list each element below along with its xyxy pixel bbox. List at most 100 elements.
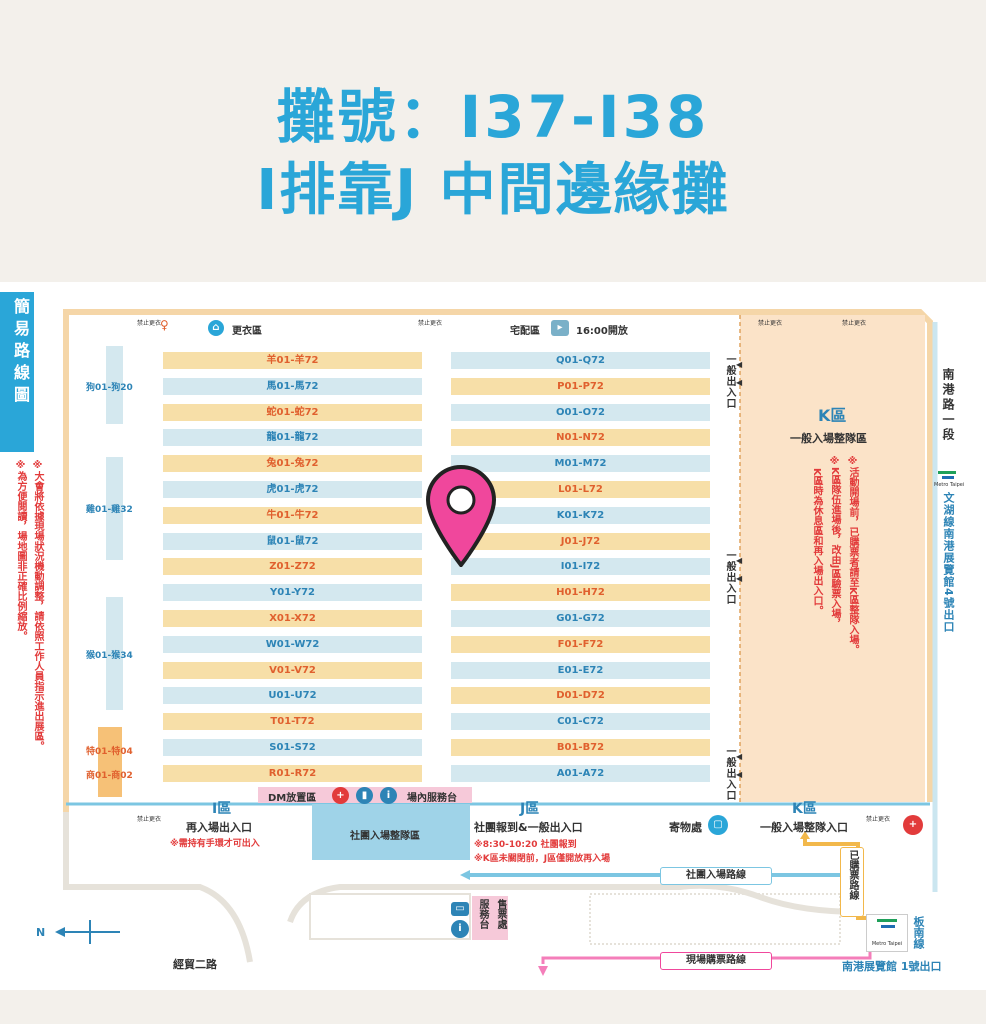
stall-row-right[interactable]: A01-A72: [451, 764, 710, 782]
arrow-left-icon: ◀: [736, 752, 743, 761]
stall-row-right[interactable]: P01-P72: [451, 377, 710, 395]
locker-label: 寄物處: [669, 821, 702, 834]
general-entrance-bottom[interactable]: 一般出入口: [724, 746, 735, 801]
stall-row-left[interactable]: S01-S72: [163, 739, 422, 756]
booth-number-title: 攤號：I37-I38: [276, 83, 710, 151]
stall-row-left[interactable]: 龍01-龍72: [163, 429, 422, 447]
stall-row-left[interactable]: V01-V72: [163, 661, 422, 679]
stall-row-left[interactable]: 鼠01-鼠72: [163, 532, 422, 550]
stall-row-right[interactable]: B01-B72: [451, 739, 710, 756]
k-zone-notice-3: K區時為休息區和再入場出入口。: [811, 468, 822, 616]
north-label: N: [36, 926, 46, 939]
info-icon: i: [380, 787, 397, 804]
club-route-label: 社團入場路線: [660, 867, 772, 885]
stall-row-left[interactable]: 羊01-羊72: [163, 352, 422, 369]
delivery-label: 宅配區: [510, 326, 540, 337]
zone-j-note-1: ※8:30-10:20 社團報到: [474, 840, 577, 850]
group-label: 特01-特04: [86, 747, 133, 757]
zone-i-note: ※需持有手環才可出入: [170, 839, 260, 849]
group-bar-rooster: [106, 457, 123, 560]
group-label: 商01-商02: [86, 771, 133, 781]
arrow-left-icon: ◀: [736, 378, 743, 387]
road-right: 南港路一段: [941, 368, 955, 443]
stall-row-left[interactable]: 牛01-牛72: [163, 506, 422, 524]
stall-row-right[interactable]: D01-D72: [451, 687, 710, 705]
zone-j-entrance[interactable]: 社團報到&一般出入口: [474, 821, 583, 834]
side-note-1: ※大會將依據現場狀況機動調整，請依照工作人員指示進出展區。: [32, 460, 43, 751]
truck-icon: ▸: [551, 320, 569, 336]
road-bottom: 經貿二路: [173, 958, 217, 971]
hanger-icon: ⌂: [208, 320, 224, 336]
no-change-sign-6: 禁止更衣: [866, 816, 891, 823]
booth-location-subtitle: I排靠J 中間邊緣攤: [256, 158, 730, 223]
group-bar-monkey: [106, 597, 123, 710]
k-zone-subtitle: 一般入場整隊區: [790, 432, 867, 445]
arrow-left-icon: ◀: [736, 770, 743, 779]
no-change-sign-2: 禁止更衣: [418, 320, 443, 327]
mrt-exit-4: 文湖線南港展覽館4號出口: [942, 492, 955, 633]
group-bar-dog: [106, 346, 123, 424]
map-outline: [55, 309, 938, 976]
no-change-sign-4: 禁止更衣: [842, 320, 867, 327]
mrt-exit-1: 南港展覽館 1號出口: [842, 960, 942, 973]
stall-row-left[interactable]: Z01-Z72: [163, 558, 422, 576]
info-icon: i: [451, 920, 469, 938]
stall-row-right[interactable]: G01-G72: [451, 610, 710, 627]
stall-row-left[interactable]: 虎01-虎72: [163, 481, 422, 498]
restroom-icon: ▮: [356, 787, 373, 804]
zone-k-title: K區: [792, 801, 817, 817]
person-icon: ♀: [160, 318, 169, 332]
stall-row-left[interactable]: R01-R72: [163, 764, 422, 782]
zone-j-note-2: ※K區未關閉前，J區僅開放再入場: [474, 854, 611, 864]
stall-row-left[interactable]: W01-W72: [163, 635, 422, 653]
metro-logo-icon: [936, 468, 958, 482]
changing-room-label: 更衣區: [232, 326, 262, 337]
stall-row-right[interactable]: J01-J72: [451, 532, 710, 550]
stall-row-right[interactable]: E01-E72: [451, 661, 710, 679]
stall-row-right[interactable]: I01-I72: [451, 558, 710, 576]
metro-logo-text: Metro Taipei: [871, 941, 903, 947]
no-change-sign-3: 禁止更衣: [758, 320, 783, 327]
no-change-sign-1: 禁止更衣: [137, 320, 162, 327]
stall-row-left[interactable]: Y01-Y72: [163, 584, 422, 602]
k-zone-title: K區: [818, 406, 847, 425]
stall-row-right[interactable]: H01-H72: [451, 584, 710, 602]
no-change-sign-5: 禁止更衣: [137, 816, 162, 823]
location-pin-icon: [424, 465, 498, 571]
club-area-label: 社團入場整隊區: [350, 831, 420, 842]
group-label: 狗01-狗20: [86, 383, 133, 393]
zone-k-entrance[interactable]: 一般入場整隊入口: [760, 821, 848, 834]
zone-i-entrance[interactable]: 再入場出入口: [186, 821, 252, 834]
stall-row-right[interactable]: K01-K72: [451, 506, 710, 524]
stall-row-right[interactable]: C01-C72: [451, 713, 710, 731]
general-entrance-middle[interactable]: 一般出入口: [724, 550, 735, 605]
stall-row-right[interactable]: O01-O72: [451, 403, 710, 421]
stall-row-left[interactable]: 蛇01-蛇72: [163, 403, 422, 421]
metro-logo-box: Metro Taipei: [866, 914, 908, 952]
ticket-office-box: 售票處: [490, 896, 508, 940]
ticket-route-box: 已購票路線: [840, 847, 864, 917]
ticket-office-label: 售票處: [495, 899, 506, 929]
stall-row-left[interactable]: U01-U72: [163, 687, 422, 705]
general-entrance-top[interactable]: 一般出入口: [724, 354, 735, 409]
stall-row-right[interactable]: L01-L72: [451, 481, 710, 498]
delivery-time: 16:00開放: [576, 326, 628, 337]
stall-row-left[interactable]: T01-T72: [163, 713, 422, 731]
side-title: 簡易路線圖: [11, 298, 30, 408]
onsite-route-label: 現場購票路線: [660, 952, 772, 970]
zone-j-title: J區: [520, 801, 540, 817]
dm-area-label: DM放置區: [268, 793, 317, 804]
arrow-left-icon: ◀: [736, 360, 743, 369]
stall-row-right[interactable]: N01-N72: [451, 429, 710, 447]
stall-row-right[interactable]: F01-F72: [451, 635, 710, 653]
stall-row-right[interactable]: Q01-Q72: [451, 352, 710, 369]
stall-row-left[interactable]: 兔01-兔72: [163, 455, 422, 473]
stall-row-left[interactable]: 馬01-馬72: [163, 377, 422, 395]
arrow-left-icon: ◀: [736, 574, 743, 583]
bannan-line-label: 板南線: [912, 916, 925, 949]
stall-row-left[interactable]: X01-X72: [163, 610, 422, 627]
group-label: 雞01-雞32: [86, 505, 133, 515]
ticket-icon: ▭: [451, 902, 469, 916]
stall-row-right[interactable]: M01-M72: [451, 455, 710, 473]
side-note-2: ※為方便閱讀，場地圖非正確比例縮放。: [15, 460, 26, 641]
